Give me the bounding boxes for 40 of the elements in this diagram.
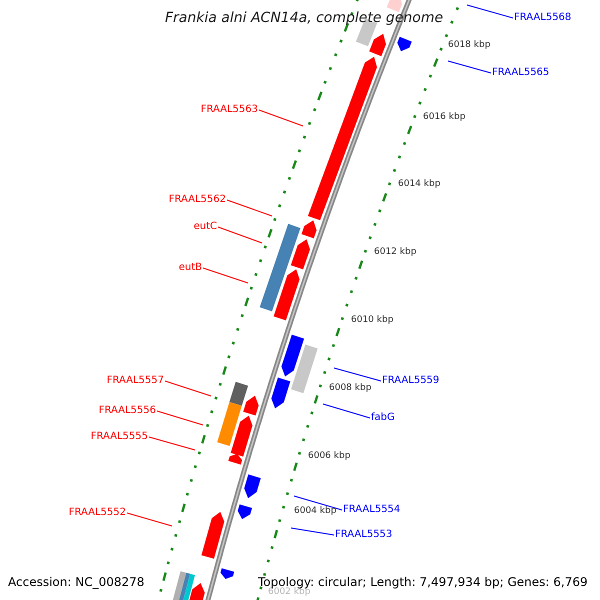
leader-line [218,226,262,244]
gene-label: FRAAL5559 [382,375,440,387]
tick-label: 6014 kbp [398,179,440,189]
tick-label: 6018 kbp [448,40,490,50]
gene-label: FRAAL5553 [335,529,392,541]
leader-line [148,436,196,450]
gene-label: FRAAL5568 [514,12,572,24]
tick-label: 6016 kbp [423,112,466,122]
tick-label: 6010 kbp [351,315,394,325]
leader-line [322,404,370,418]
leader-line [294,496,342,510]
leader-line [466,4,514,18]
leader-line [334,368,382,382]
genome-stats-text: Topology: circular; Length: 7,497,934 bp; Genes: 6,769 [258,575,588,589]
leader-line [156,410,204,426]
leader-line [448,60,492,74]
tick-label: 6004 kbp [294,506,336,516]
gene-label: FRAAL5563 [200,104,258,116]
leader-line [258,110,304,126]
gene-label: FRAAL5554 [343,504,400,516]
accession-text: Accession: NC_008278 [8,575,144,589]
gene-label: FRAAL5562 [168,194,226,206]
gene-label: FRAAL5565 [492,67,550,79]
gene-label: eutB [178,262,202,274]
gene-label: eutC [194,221,217,233]
leader-line [290,528,334,536]
tick-label: 6012 kbp [374,247,416,257]
leader-line [164,380,212,396]
tick-label: 6006 kbp [308,451,350,461]
tick-label: 6008 kbp [329,383,372,393]
gene-label: FRAAL5555 [90,431,148,443]
gene-label: FRAAL5552 [68,507,126,519]
diagram-title: Frankia alni ACN14a, complete genome [165,10,444,26]
gene-label: FRAAL5556 [98,405,156,417]
gene-label: fabG [371,412,395,424]
leader-line [202,268,248,284]
leader-line [126,512,172,526]
gene-label: FRAAL5557 [106,375,164,387]
leader-line [226,200,272,216]
tick-label: 6002 kbp [268,587,310,597]
